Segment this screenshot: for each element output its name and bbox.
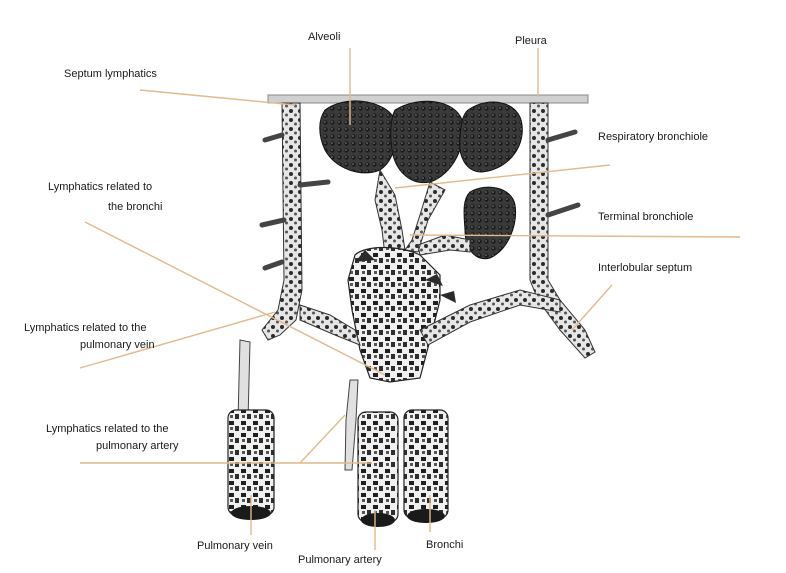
label-lymphatics-artery-1: Lymphatics related to the bbox=[46, 423, 169, 435]
pulmonary-artery-section bbox=[358, 412, 398, 527]
alveoli-cluster-left bbox=[320, 101, 396, 173]
label-septum-lymphatics: Septum lymphatics bbox=[64, 68, 157, 80]
alveoli-cluster-mid bbox=[391, 101, 464, 182]
leader-lymphatics-bronchi bbox=[85, 222, 385, 375]
label-lymphatics-artery-2: pulmonary artery bbox=[96, 440, 179, 452]
left-lower-branch bbox=[300, 305, 360, 345]
label-lymphatics-bronchi-1: Lymphatics related to bbox=[48, 181, 152, 193]
label-terminal-bronchiole: Terminal bronchiole bbox=[598, 211, 693, 223]
leader-lymphatics-artery-2 bbox=[300, 415, 345, 463]
label-bronchi: Bronchi bbox=[426, 539, 463, 551]
label-lymphatics-vein-2: pulmonary vein bbox=[80, 339, 155, 351]
alveoli-cluster-lower bbox=[464, 187, 516, 259]
pulmonary-artery-stem bbox=[345, 380, 358, 470]
label-lymphatics-bronchi-2: the bronchi bbox=[108, 201, 162, 213]
alveoli-cluster-right bbox=[460, 102, 523, 172]
bronchi-section bbox=[404, 410, 448, 523]
label-respiratory-bronchiole: Respiratory bronchiole bbox=[598, 131, 708, 143]
label-pulmonary-vein: Pulmonary vein bbox=[197, 540, 273, 552]
label-interlobular-septum: Interlobular septum bbox=[598, 262, 692, 274]
right-interlobular-septum bbox=[530, 103, 595, 358]
label-pleura: Pleura bbox=[515, 35, 548, 47]
right-lower-branch bbox=[420, 290, 560, 345]
label-alveoli: Alveoli bbox=[308, 31, 340, 43]
central-bronchovascular-bundle bbox=[348, 248, 440, 383]
label-pulmonary-artery: Pulmonary artery bbox=[298, 554, 382, 566]
leader-interlobular-septum bbox=[572, 285, 612, 330]
label-lymphatics-vein-1: Lymphatics related to the bbox=[24, 322, 147, 334]
leader-terminal-bronchiole bbox=[410, 235, 740, 237]
